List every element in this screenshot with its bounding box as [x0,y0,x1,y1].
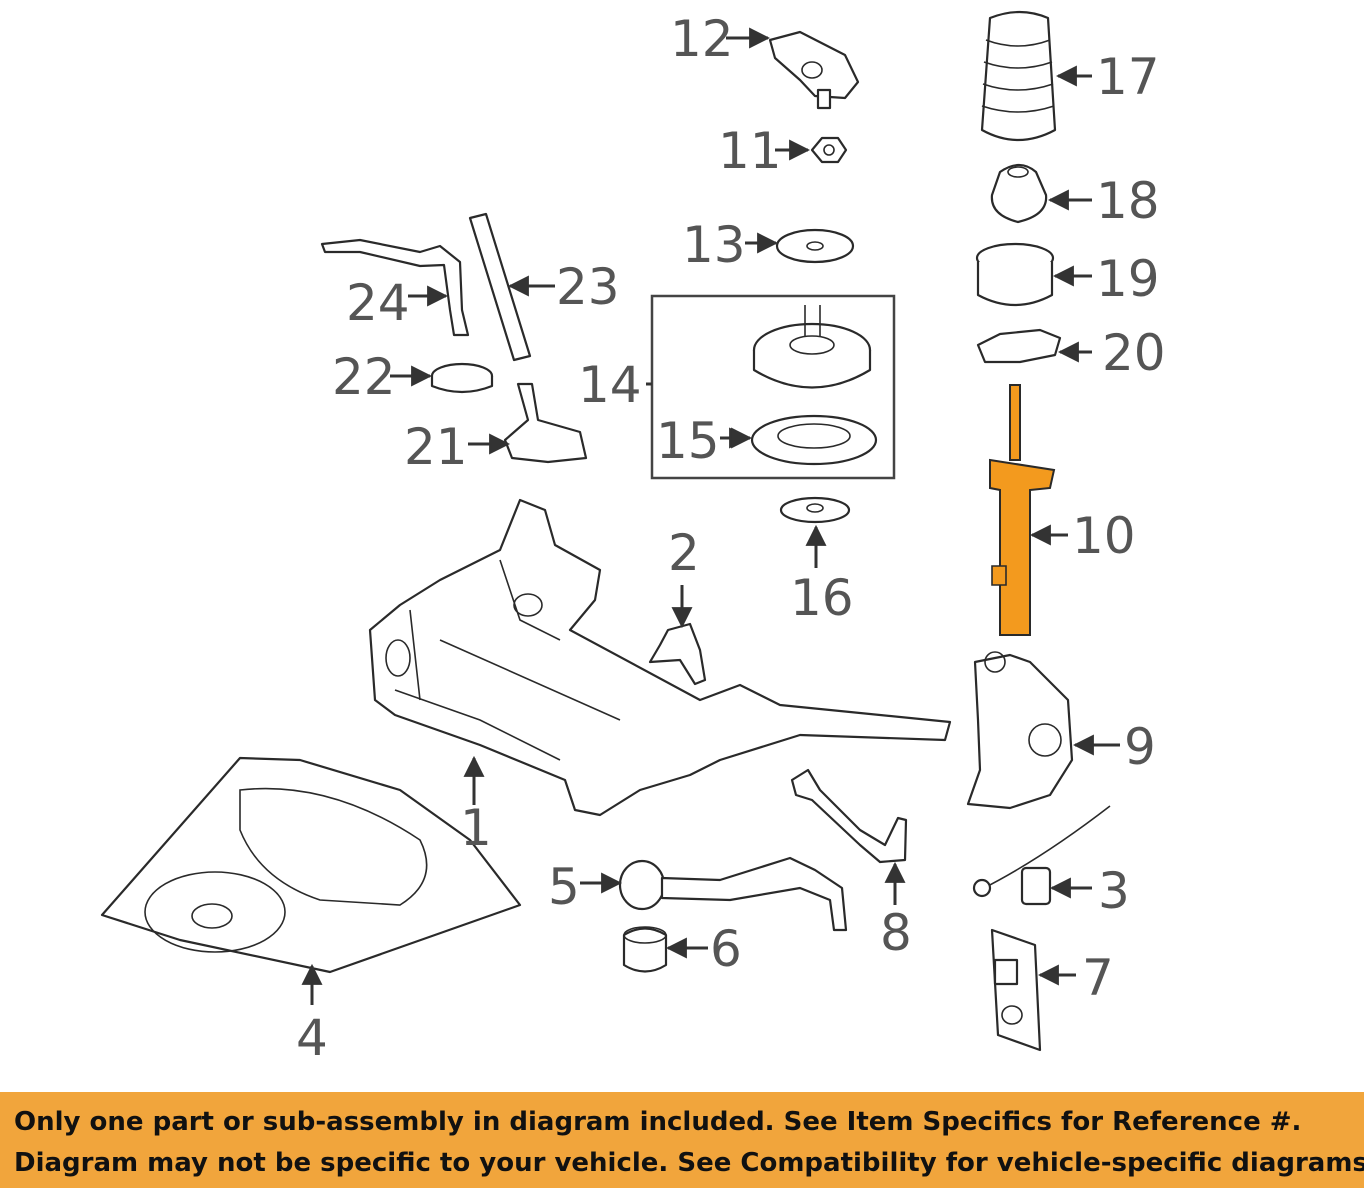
callout-18: 18 [1096,172,1160,230]
part-21-mount [503,382,588,464]
callout-24: 24 [346,274,410,332]
assembly-box-14 [650,294,896,480]
disclaimer-banner: Only one part or sub-assembly in diagram… [0,1092,1364,1188]
part-16-plate [779,496,851,524]
part-18-bump-stop [990,163,1048,224]
part-6-bushing [622,926,668,973]
disclaimer-line-1: Only one part or sub-assembly in diagram… [14,1107,1302,1137]
part-20-seat [976,328,1062,364]
callout-3: 3 [1098,862,1130,920]
callout-10: 10 [1072,507,1136,565]
callout-1: 1 [460,799,492,857]
part-17-dust-boot [980,10,1057,141]
part-11-nut [810,136,848,164]
part-10-strut-highlighted [989,384,1056,636]
part-5-control-arm [618,856,848,932]
part-1-subframe [368,498,952,817]
callout-5: 5 [548,858,580,916]
part-22-bushing [430,362,494,394]
part-12-sensor [768,30,860,110]
disclaimer-line-2: Diagram may not be specific to your vehi… [14,1148,1364,1178]
callout-8: 8 [880,904,912,962]
callout-15: 15 [656,412,720,470]
callout-arrows [301,27,1120,1005]
part-8-tension-strut [790,768,908,864]
callout-6: 6 [710,920,742,978]
callout-labels: 1 2 3 4 5 6 7 8 9 10 11 12 13 14 15 16 1… [296,10,1166,1067]
part-9-knuckle [966,651,1074,810]
callout-12: 12 [670,10,734,68]
part-3-wheel-sensor [972,805,1111,906]
part-23-strip [468,212,532,362]
callout-4: 4 [296,1009,328,1067]
callout-16: 16 [790,569,854,627]
part-14-strut-mount [752,305,872,389]
callout-11: 11 [718,122,782,180]
callout-21: 21 [404,418,468,476]
callout-22: 22 [332,348,396,406]
callout-20: 20 [1102,324,1166,382]
callout-2: 2 [668,524,700,582]
part-7-bracket [990,928,1042,1052]
part-19-spring-pad [975,242,1055,306]
part-4-splash-shield [100,756,522,974]
part-13-washer [775,228,855,264]
part-2-bracket [648,622,707,686]
parts-diagram: 1 2 3 4 5 6 7 8 9 10 11 12 13 14 15 16 1… [100,10,1166,1067]
callout-19: 19 [1096,250,1160,308]
callout-17: 17 [1096,48,1160,106]
part-15-bearing [750,414,878,466]
callout-9: 9 [1124,718,1156,776]
part-24-brace [320,238,470,337]
callout-23: 23 [556,258,620,316]
callout-13: 13 [682,216,746,274]
callout-14: 14 [578,356,642,414]
callout-7: 7 [1082,949,1114,1007]
